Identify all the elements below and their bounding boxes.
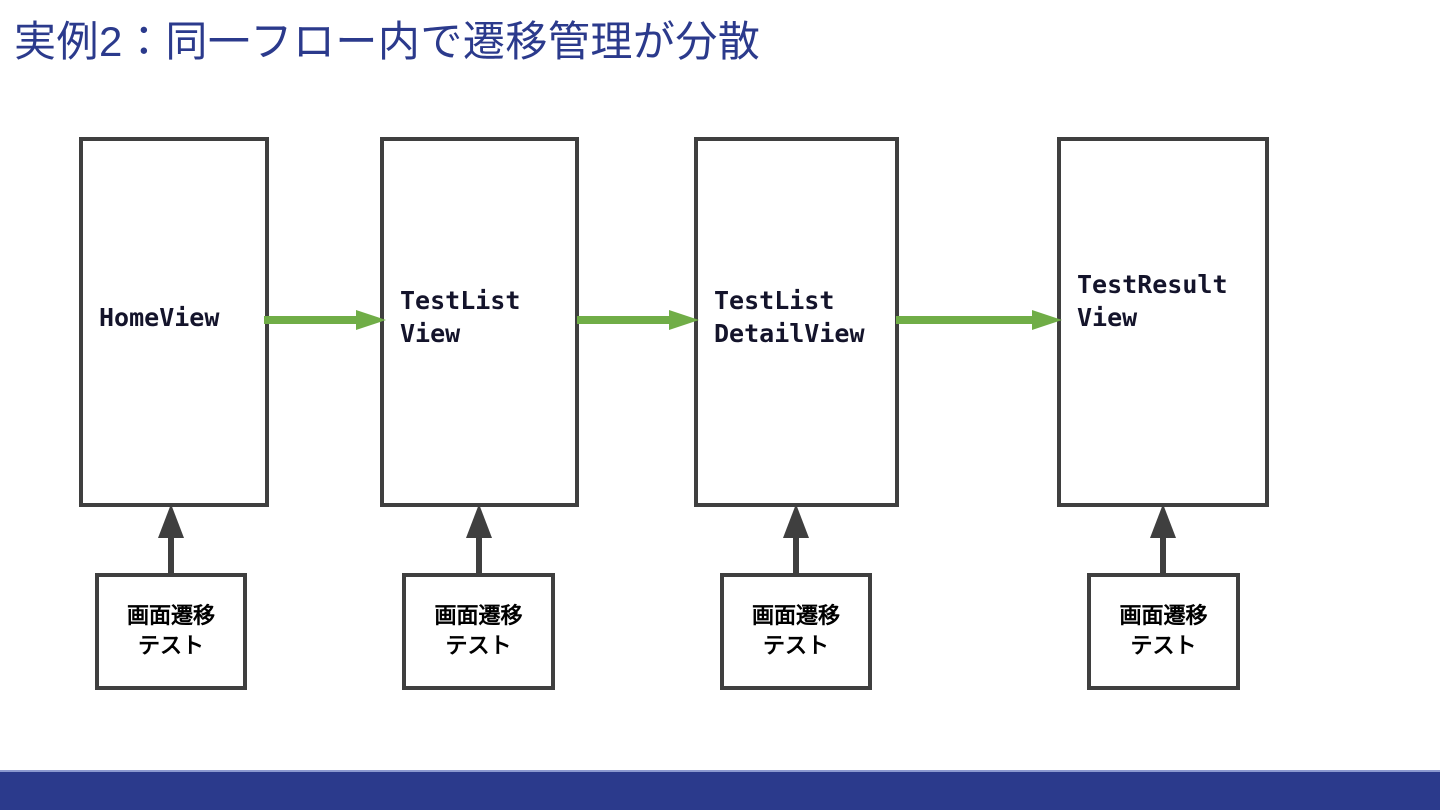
view-box-testresultview[interactable]: TestResult View bbox=[1057, 137, 1269, 507]
bottom-band-hairline bbox=[0, 770, 1440, 772]
view-box-homeview[interactable]: HomeView bbox=[79, 137, 269, 507]
test-box-homeview[interactable]: 画面遷移 テスト bbox=[95, 573, 247, 690]
test-arrow-to-testresultview bbox=[1148, 504, 1178, 576]
flow-arrow-detail-to-testresult bbox=[896, 308, 1062, 332]
view-box-testlistview[interactable]: TestList View bbox=[380, 137, 579, 507]
test-arrow-to-homeview bbox=[156, 504, 186, 576]
test-arrow-to-testlistdetailview bbox=[781, 504, 811, 576]
test-box-label: 画面遷移 テスト bbox=[126, 603, 215, 659]
page-title: 実例2：同一フロー内で遷移管理が分散 bbox=[14, 18, 761, 65]
test-box-testlistview[interactable]: 画面遷移 テスト bbox=[402, 573, 555, 690]
bottom-accent-band bbox=[0, 772, 1440, 810]
flow-arrow-testlist-to-detail bbox=[577, 308, 699, 332]
test-arrow-to-testlistview bbox=[464, 504, 494, 576]
test-box-testlistdetailview[interactable]: 画面遷移 テスト bbox=[720, 573, 872, 690]
view-box-label: TestResult View bbox=[1077, 270, 1228, 332]
view-box-label: TestList View bbox=[400, 286, 521, 348]
test-box-label: 画面遷移 テスト bbox=[434, 603, 523, 659]
view-box-testlistdetailview[interactable]: TestList DetailView bbox=[694, 137, 899, 507]
view-box-label: TestList DetailView bbox=[714, 286, 865, 348]
test-box-testresultview[interactable]: 画面遷移 テスト bbox=[1087, 573, 1240, 690]
view-box-label: HomeView bbox=[99, 303, 220, 332]
flow-arrow-home-to-testlist bbox=[264, 308, 386, 332]
test-box-label: 画面遷移 テスト bbox=[751, 603, 840, 659]
test-box-label: 画面遷移 テスト bbox=[1119, 603, 1208, 659]
